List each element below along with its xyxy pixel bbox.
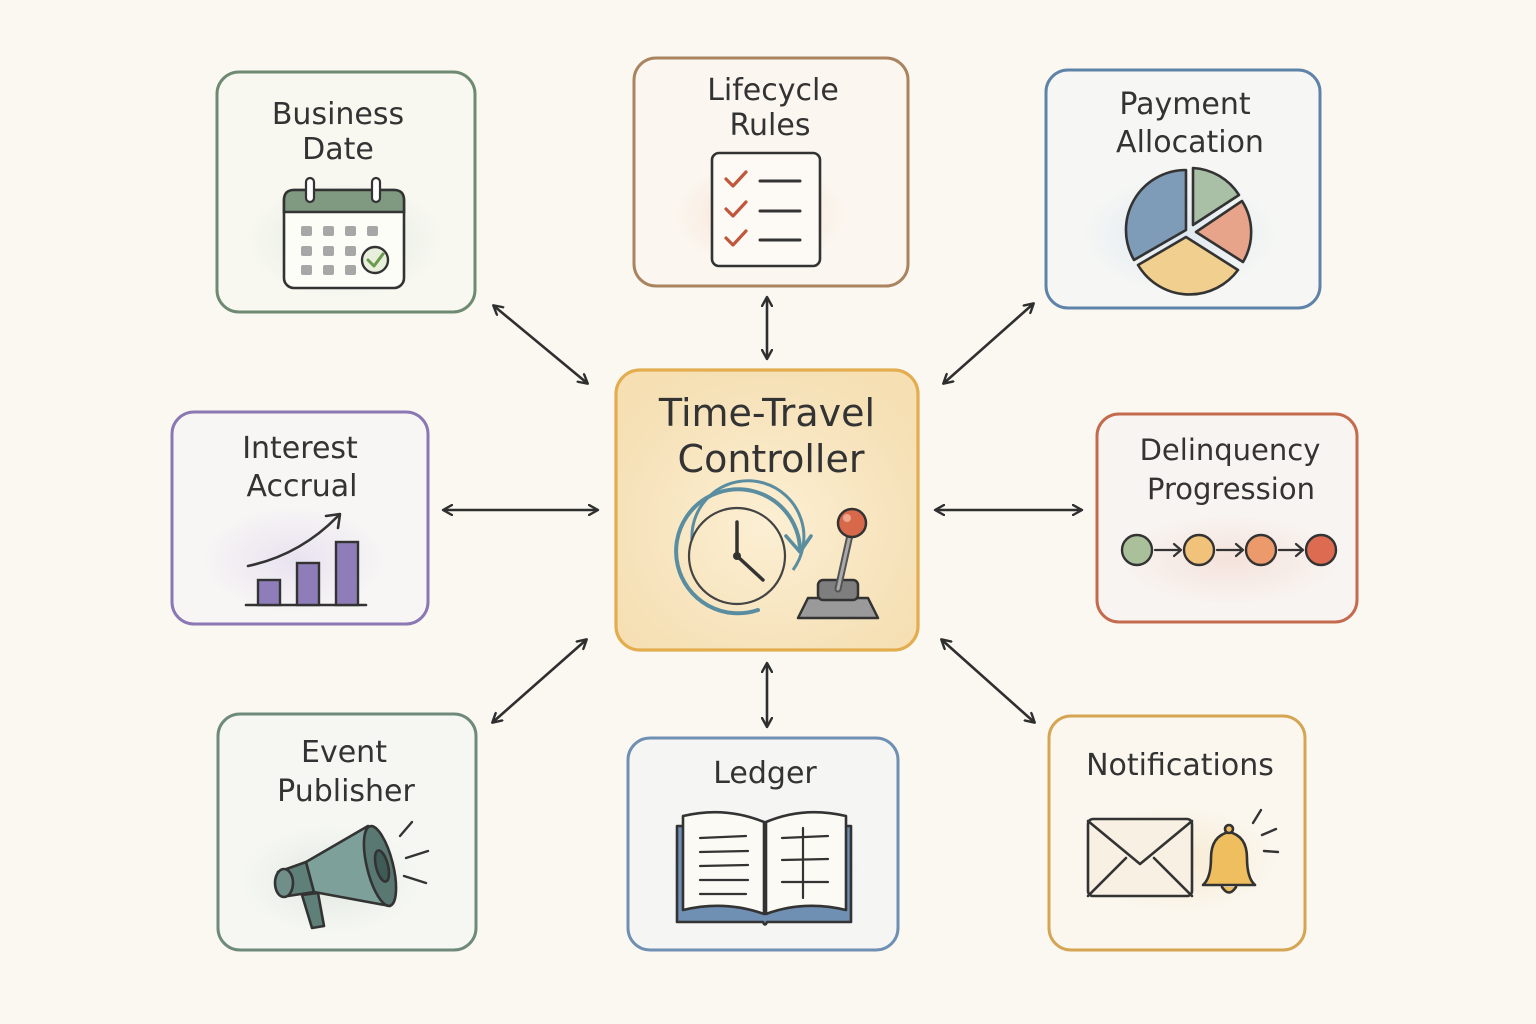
node-delinquency-progression: Delinquency Progression [1095,412,1359,624]
node-business-date: Business Date [215,70,477,314]
open-book-icon [675,810,853,926]
payment-allocation-label-line2: Allocation [1116,125,1264,160]
joystick-lever-icon [796,507,880,620]
node-event-publisher: Event Publisher [216,712,478,952]
arrow-notifications [942,640,1034,722]
node-lifecycle-rules: Lifecycle Rules [632,56,910,288]
event-publisher-label-line2: Publisher [277,774,415,809]
arrow-event-publisher [493,640,586,722]
center-label-line1: Time-Travel [658,391,875,435]
envelope-bell-icon [1086,808,1280,898]
event-publisher-label-line1: Event [301,735,387,770]
connectors [444,298,1081,726]
business-date-label-line2: Date [302,132,374,167]
calendar-check-icon [282,176,406,290]
lifecycle-rules-label-line2: Rules [730,108,811,143]
bar-chart-trend-icon [244,512,368,607]
delinquency-progression-label-line2: Progression [1147,472,1315,506]
node-ledger: Ledger [626,736,900,952]
node-interest-accrual: Interest Accrual [170,410,430,626]
business-date-label-line1: Business [272,97,404,132]
interest-accrual-label-line1: Interest [242,431,358,466]
progression-dots-icon [1120,533,1338,567]
megaphone-icon [273,820,430,930]
node-payment-allocation: Payment Allocation [1044,68,1322,310]
payment-allocation-label-line1: Payment [1119,87,1251,122]
arrow-payment-allocation [944,304,1033,383]
ledger-label: Ledger [713,756,817,791]
checklist-icon [710,151,822,268]
delinquency-progression-label-line1: Delinquency [1140,433,1321,467]
node-notifications: Notifications [1047,714,1307,952]
node-time-travel-controller: Time-Travel Controller [614,368,920,652]
interest-accrual-label-line2: Accrual [246,469,357,504]
center-label-line2: Controller [678,437,865,481]
notifications-label: Notifications [1086,748,1274,783]
lifecycle-rules-label-line1: Lifecycle [707,73,839,108]
clock-rewind-icon [674,479,813,616]
pie-chart-icon [1124,166,1253,296]
arrow-business-date [494,306,587,383]
